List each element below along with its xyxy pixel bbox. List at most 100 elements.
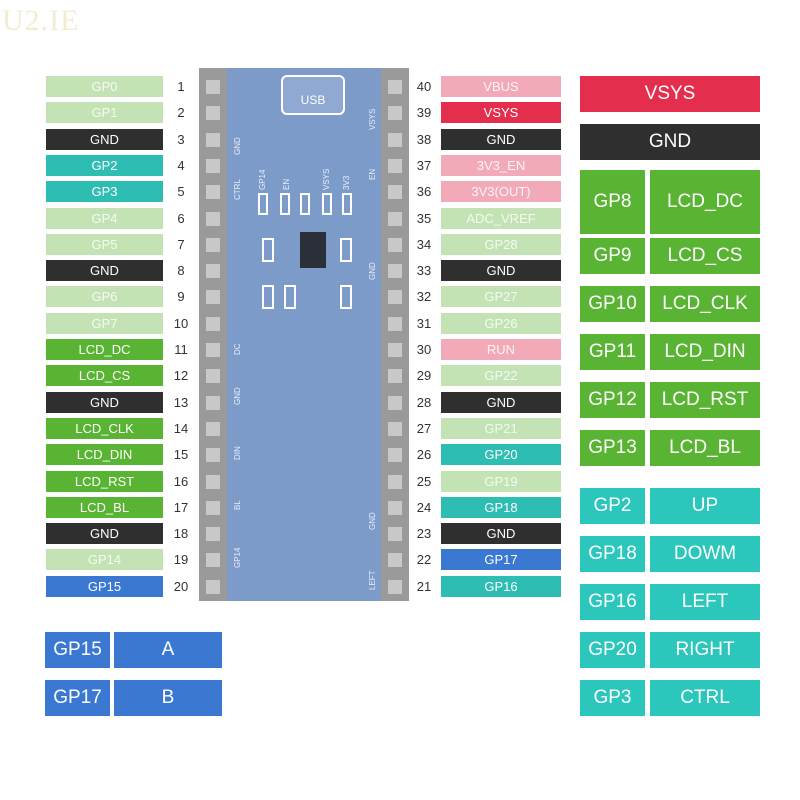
header-pin <box>388 316 402 331</box>
pin-label-19: GP14 <box>46 549 163 571</box>
pin-number-7: 7 <box>177 236 185 252</box>
pin-label-4: GP2 <box>46 154 163 176</box>
silk-left-label: GND <box>233 137 242 155</box>
pin-number-13: 13 <box>173 394 189 410</box>
legend-lcd-gp: GP9 <box>580 238 645 274</box>
pin-label-40: VBUS <box>441 76 561 97</box>
pin-number-5: 5 <box>177 184 185 200</box>
legend-lcd-gp: GP8 <box>580 170 645 234</box>
legend-key-gp: GP2 <box>580 488 645 524</box>
legend-gnd: GND <box>580 124 760 160</box>
silk-top-label: GP14 <box>258 169 267 190</box>
pin-number-1: 1 <box>177 79 185 94</box>
pin-label-2: GP1 <box>46 102 163 124</box>
silk-top-label: EN <box>282 178 291 190</box>
pin-label-24: GP18 <box>441 496 561 518</box>
legend-key-fn: RIGHT <box>650 632 760 668</box>
pin-number-8: 8 <box>177 263 185 279</box>
legend-button-fn: A <box>114 632 222 668</box>
smd-pad <box>322 193 332 215</box>
pin-label-1: GP0 <box>46 76 163 97</box>
pin-number-28: 28 <box>416 394 432 410</box>
header-pin <box>206 343 220 357</box>
pin-number-34: 34 <box>416 236 432 252</box>
legend-key-fn: CTRL <box>650 680 760 716</box>
smd-pad <box>262 238 274 262</box>
header-pin <box>388 579 402 594</box>
pin-label-13: GND <box>46 391 163 413</box>
pin-number-20: 20 <box>173 578 189 594</box>
pin-number-11: 11 <box>174 342 188 357</box>
smd-pad <box>340 238 352 262</box>
legend-lcd-fn: LCD_CLK <box>650 286 760 322</box>
header-pin <box>388 158 402 173</box>
header-pin <box>388 80 402 94</box>
pin-label-16: LCD_RST <box>46 470 163 492</box>
pin-label-10: GP7 <box>46 312 163 334</box>
silk-top-label: 3V3 <box>342 175 351 190</box>
pin-number-25: 25 <box>416 473 432 489</box>
pin-number-38: 38 <box>416 131 432 147</box>
usb-connector: USB <box>281 75 345 115</box>
header-pin <box>388 132 402 147</box>
pin-label-5: GP3 <box>46 181 163 203</box>
pin-label-20: GP15 <box>46 575 163 597</box>
silk-left-label: GND <box>233 387 242 405</box>
header-pin <box>388 369 402 384</box>
header-pin <box>388 474 402 489</box>
silk-left-label: GP14 <box>233 547 242 568</box>
header-pin <box>388 527 402 542</box>
header-pin <box>388 185 402 200</box>
pin-label-35: ADC_VREF <box>441 207 561 229</box>
pin-label-8: GND <box>46 260 163 282</box>
header-pin <box>206 185 220 200</box>
pin-label-7: GP5 <box>46 233 163 255</box>
pico-board <box>199 68 409 601</box>
header-pin <box>206 500 220 515</box>
legend-key-gp: GP18 <box>580 536 645 572</box>
header-pin <box>206 579 220 594</box>
pin-number-40: 40 <box>416 79 432 94</box>
right-pin-header <box>381 68 409 601</box>
silk-left-label: CTRL <box>233 179 242 200</box>
pin-label-38: GND <box>441 128 561 150</box>
smd-pad <box>258 193 268 215</box>
pin-number-23: 23 <box>416 526 432 542</box>
header-pin <box>388 237 402 252</box>
pin-number-10: 10 <box>173 315 189 331</box>
header-pin <box>206 527 220 542</box>
pin-number-26: 26 <box>416 447 432 463</box>
pin-label-3: GND <box>46 128 163 150</box>
smd-pad <box>284 285 296 309</box>
header-pin <box>206 80 220 94</box>
pin-label-14: LCD_CLK <box>46 417 163 439</box>
legend-lcd-fn: LCD_CS <box>650 238 760 274</box>
silk-right-label: EN <box>368 168 377 180</box>
pcb <box>227 68 381 601</box>
pin-label-11: LCD_DC <box>46 339 163 360</box>
pin-label-21: GP16 <box>441 575 561 597</box>
pin-label-34: GP28 <box>441 233 561 255</box>
legend-button-gp: GP17 <box>45 680 110 716</box>
pin-label-31: GP26 <box>441 312 561 334</box>
silk-left-label: BL <box>233 500 242 510</box>
header-pin <box>206 369 220 384</box>
pin-label-32: GP27 <box>441 286 561 308</box>
legend-button-fn: B <box>114 680 222 716</box>
pin-label-39: VSYS <box>441 102 561 124</box>
pin-number-3: 3 <box>177 131 185 147</box>
pin-number-32: 32 <box>416 289 432 305</box>
header-pin <box>206 132 220 147</box>
pin-number-29: 29 <box>416 368 432 384</box>
header-pin <box>206 237 220 252</box>
legend-key-fn: UP <box>650 488 760 524</box>
pin-label-30: RUN <box>441 339 561 360</box>
pin-number-18: 18 <box>173 526 189 542</box>
pin-label-23: GND <box>441 523 561 545</box>
smd-pad <box>342 193 352 215</box>
header-pin <box>206 316 220 331</box>
pin-number-15: 15 <box>173 447 189 463</box>
header-pin <box>388 290 402 305</box>
pin-number-24: 24 <box>416 499 432 515</box>
pin-number-6: 6 <box>177 210 185 226</box>
